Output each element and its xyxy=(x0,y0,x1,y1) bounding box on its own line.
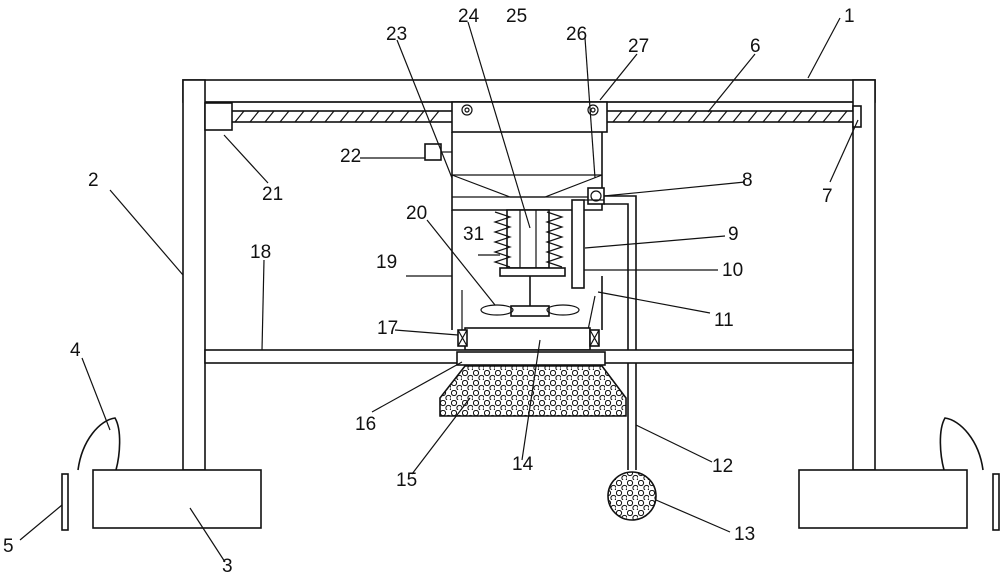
side-tube xyxy=(571,199,585,289)
label-31: 31 xyxy=(463,224,484,245)
inner-chute xyxy=(506,209,550,269)
left-leg xyxy=(182,79,206,471)
label-27: 27 xyxy=(628,36,649,57)
base-left xyxy=(92,469,262,529)
plate-left xyxy=(61,473,69,531)
wheel-left xyxy=(77,417,121,471)
label-14: 14 xyxy=(512,454,534,475)
blade-left xyxy=(480,304,514,316)
blade-right xyxy=(546,304,580,316)
leader-lines xyxy=(19,17,859,563)
label-22: 22 xyxy=(340,146,361,167)
right-leg xyxy=(852,79,876,471)
label-9: 9 xyxy=(728,224,739,245)
bracket xyxy=(456,351,606,366)
label-18: 18 xyxy=(250,242,271,263)
label-20: 20 xyxy=(406,203,427,224)
label-13: 13 xyxy=(734,524,755,545)
label-16: 16 xyxy=(355,414,376,435)
bolt-left xyxy=(461,104,473,116)
label-1: 1 xyxy=(844,6,855,27)
screw-thread xyxy=(234,110,848,123)
brush-head xyxy=(439,365,627,417)
plate-right xyxy=(992,473,1000,531)
label-23: 23 xyxy=(386,24,407,45)
label-25: 25 xyxy=(506,6,527,27)
label-17: 17 xyxy=(377,318,398,339)
label-2: 2 xyxy=(88,170,99,191)
end-bearing xyxy=(852,105,862,128)
wheel-right xyxy=(939,417,984,471)
vibration-plate xyxy=(499,267,566,277)
spring-left xyxy=(493,211,512,268)
label-3: 3 xyxy=(222,556,233,575)
label-7: 7 xyxy=(822,186,833,207)
label-10: 10 xyxy=(722,260,743,281)
label-26: 26 xyxy=(566,24,587,45)
top-beam xyxy=(182,79,876,103)
motor-block xyxy=(204,102,233,131)
label-8: 8 xyxy=(742,170,753,191)
spring-right xyxy=(545,211,564,268)
label-19: 19 xyxy=(376,252,397,273)
stirring-box xyxy=(451,210,603,330)
label-6: 6 xyxy=(750,36,761,57)
label-11: 11 xyxy=(714,310,734,331)
label-12: 12 xyxy=(712,456,733,477)
brush-ball xyxy=(607,471,657,521)
base-right xyxy=(798,469,968,529)
bolt-right xyxy=(587,104,599,116)
label-15: 15 xyxy=(396,470,417,491)
hopper-body xyxy=(451,132,603,211)
label-4: 4 xyxy=(70,340,81,361)
label-24: 24 xyxy=(458,6,480,27)
label-21: 21 xyxy=(262,184,283,205)
label-5: 5 xyxy=(3,536,14,557)
sensor-box xyxy=(424,143,442,161)
tray xyxy=(464,327,591,351)
slider-block xyxy=(451,101,608,133)
